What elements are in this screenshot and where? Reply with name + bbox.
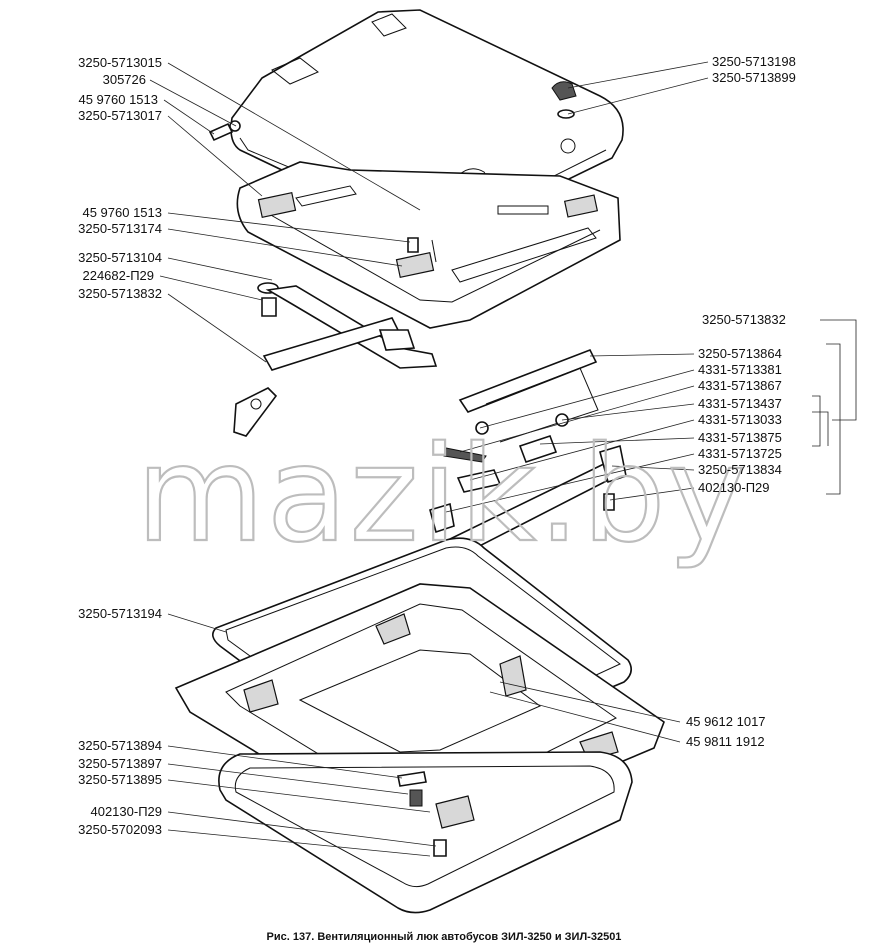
label-right: 4331-5713437 xyxy=(698,396,782,411)
labels-left: 3250-5713015 305726 45 9760 1513 3250-57… xyxy=(78,55,162,837)
watermark: mazik.by xyxy=(136,418,748,572)
label-right: 3250-5713899 xyxy=(712,70,796,85)
fasteners-top xyxy=(208,81,577,317)
linkage-right xyxy=(429,348,627,589)
labels-right: 3250-5713198 3250-5713899 3250-5713832 3… xyxy=(686,54,796,749)
label-left: 3250-5713174 xyxy=(78,221,162,236)
label-left: 45 9760 1513 xyxy=(82,205,162,220)
label-right: 3250-5713832 xyxy=(702,312,786,327)
label-left: 3250-5713895 xyxy=(78,772,162,787)
label-right: 4331-5713381 xyxy=(698,362,782,377)
figure-caption: Рис. 137. Вентиляционный люк автобусов З… xyxy=(267,931,622,943)
frame-brackets xyxy=(257,191,599,279)
leader-lines-right xyxy=(445,61,857,743)
label-right: 4331-5713875 xyxy=(698,430,782,445)
label-left: 3250-5713015 xyxy=(78,55,162,70)
label-left: 3250-5713017 xyxy=(78,108,162,123)
label-right: 4331-5713867 xyxy=(698,378,782,393)
label-left: 402130-П29 xyxy=(90,804,162,819)
mounting-frame xyxy=(236,161,621,329)
label-left: 3250-5713897 xyxy=(78,756,162,771)
label-left: 3250-5713894 xyxy=(78,738,162,753)
label-right: 4331-5713725 xyxy=(698,446,782,461)
label-right: 4331-5713033 xyxy=(698,412,782,427)
label-right: 45 9612 1017 xyxy=(686,714,766,729)
label-left: 3250-5702093 xyxy=(78,822,162,837)
outer-base-frame xyxy=(218,751,633,914)
label-right: 3250-5713864 xyxy=(698,346,782,361)
label-left: 3250-5713104 xyxy=(78,250,162,265)
label-left: 3250-5713832 xyxy=(78,286,162,301)
label-left: 224682-П29 xyxy=(82,268,154,283)
label-right: 3250-5713198 xyxy=(712,54,796,69)
label-left: 45 9760 1513 xyxy=(78,92,158,107)
label-right: 45 9811 1912 xyxy=(686,734,765,749)
label-left: 3250-5713194 xyxy=(78,606,162,621)
label-right: 402130-П29 xyxy=(698,480,770,495)
leader-lines-left xyxy=(149,62,437,857)
label-left: 305726 xyxy=(103,72,146,87)
label-right: 3250-5713834 xyxy=(698,462,782,477)
linkage-left xyxy=(233,285,438,437)
